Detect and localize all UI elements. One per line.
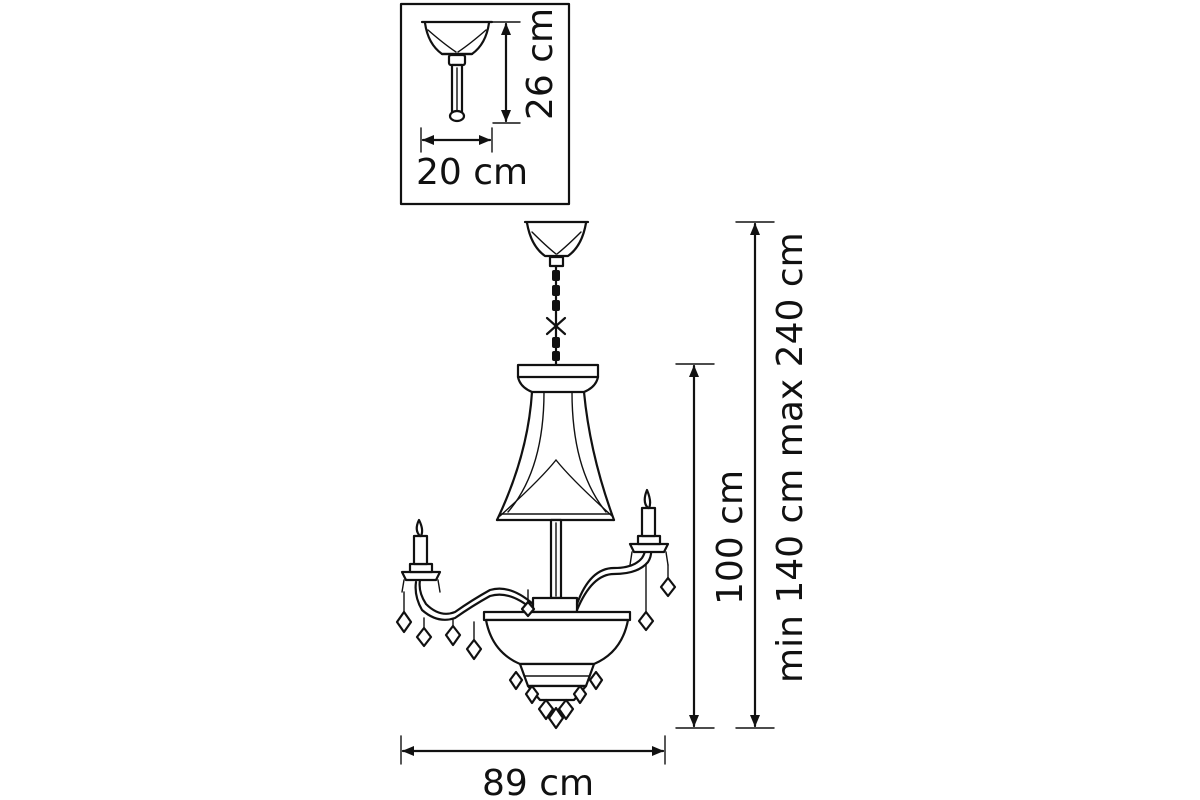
- inset-width-dimension: [420, 127, 493, 153]
- left-candle: [400, 518, 442, 593]
- inset-width-label: 20 cm: [416, 152, 528, 193]
- inset-height-dimension: [492, 21, 521, 124]
- total-height-label: min 140 cm max 240 cm: [770, 232, 811, 683]
- total-height-dimension: [735, 221, 775, 729]
- width-label: 89 cm: [482, 763, 594, 800]
- body-height-dimension: [675, 363, 715, 729]
- chain: [545, 264, 567, 366]
- upper-shade: [495, 363, 616, 522]
- canopy-small: [420, 20, 494, 123]
- crystal-drops: [395, 564, 677, 730]
- central-stem: [531, 518, 579, 614]
- canopy-inset: 26 cm 20 cm: [399, 2, 571, 206]
- lower-bowl: [482, 610, 632, 702]
- right-candle: [628, 488, 670, 566]
- chandelier: [395, 220, 677, 730]
- inset-height-label: 26 cm: [520, 8, 561, 120]
- ceiling-canopy: [523, 220, 590, 268]
- width-dimension: [400, 735, 666, 765]
- body-height-label: 100 cm: [710, 470, 751, 605]
- inset-frame: [399, 2, 571, 206]
